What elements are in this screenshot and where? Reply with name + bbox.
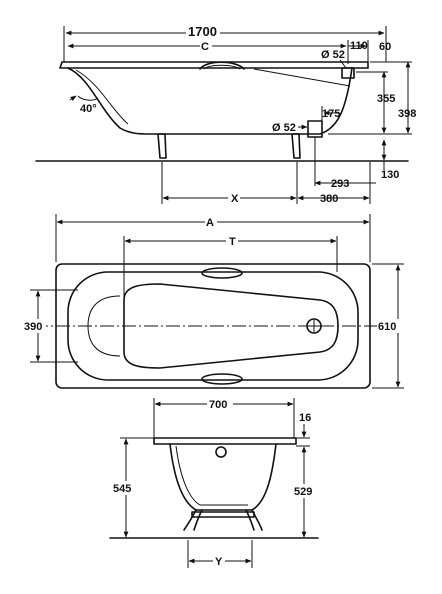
tub-handle-side-inner	[203, 64, 241, 70]
dim-label-t: T	[229, 236, 236, 248]
dim-label-398: 398	[398, 108, 416, 120]
foot-left	[157, 133, 167, 159]
end-drain	[215, 446, 227, 458]
dim-label-1700: 1700	[188, 24, 217, 39]
dim-label-overflow-dia: Ø 52	[321, 49, 345, 61]
top-handle-lower	[201, 373, 243, 385]
dim-label-c: C	[201, 41, 209, 53]
end-view: 700 16 545 529 Y	[109, 397, 319, 568]
end-frame-bar	[191, 511, 255, 518]
angle-arc	[77, 95, 99, 101]
leader-overflow-dia	[339, 59, 347, 69]
dim-label-drain-dia: Ø 52	[272, 122, 296, 134]
dim-label-60: 60	[379, 41, 391, 53]
end-body	[169, 443, 277, 511]
dim-label-angle: 40°	[80, 103, 97, 115]
dim-label-293: 293	[331, 178, 349, 190]
top-handle-upper	[201, 267, 243, 279]
back-slope	[253, 68, 351, 87]
end-rim	[153, 437, 297, 445]
dim-label-130: 130	[381, 169, 399, 181]
dim-label-16: 16	[299, 412, 311, 424]
dim-label-y: Y	[215, 556, 223, 568]
dim-label-110: 110	[350, 40, 368, 52]
dim-label-380: 380	[320, 193, 338, 205]
tub-rim	[59, 61, 369, 69]
dim-label-390: 390	[24, 321, 42, 333]
end-body-inner	[175, 445, 248, 506]
tub-body	[67, 67, 353, 135]
foot-right	[291, 133, 301, 159]
angle-leader	[69, 95, 77, 101]
overflow-fitting	[341, 67, 355, 79]
dim-label-355: 355	[377, 93, 395, 105]
tub-handle-side	[199, 61, 245, 70]
dim-label-700: 700	[209, 399, 227, 411]
tub-inner-line	[75, 69, 129, 125]
dim-label-a: A	[206, 217, 214, 229]
side-view: 1700 C 110 60 Ø 52 40° 355 398 175 Ø 52	[35, 24, 416, 205]
dim-label-610: 610	[378, 321, 396, 333]
dim-label-545: 545	[113, 483, 131, 495]
dim-label-529: 529	[294, 486, 312, 498]
dim-label-x: X	[231, 193, 239, 205]
dim-label-175: 175	[322, 108, 340, 120]
top-view: A T 390 610	[22, 214, 404, 389]
